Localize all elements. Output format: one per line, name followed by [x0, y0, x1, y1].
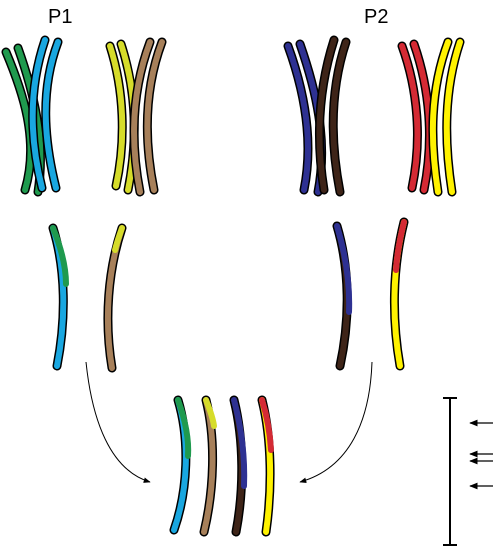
recombinant-green-segment [50, 225, 69, 287]
chromatid-yellow-1 [429, 39, 451, 195]
p2-homolog-pair-b [397, 37, 465, 197]
chromatid-brown-2 [330, 39, 349, 195]
offspring-chromosomes [169, 395, 275, 537]
offspring-red-segment [259, 397, 274, 453]
p1-homolog-pair-b [105, 37, 167, 197]
parent-label-p2: P2 [364, 6, 389, 28]
offspring-navy-segment [231, 397, 248, 489]
chromatid-sky-1 [29, 37, 48, 191]
offspring-green-segment [175, 397, 192, 459]
parent-label-p1: P1 [48, 6, 73, 28]
chromatid-brown-1 [316, 37, 337, 193]
recombinant-navy-segment [334, 223, 353, 315]
chromatid-yellow-2 [443, 39, 463, 195]
scale-bar [443, 397, 457, 546]
chromatid-green-1 [3, 49, 34, 193]
recombinant-lime-segment [112, 225, 125, 253]
chromatid-tan-1 [131, 39, 153, 195]
chromatid-lime-1 [107, 43, 126, 189]
chromatid-sky-2 [42, 39, 61, 191]
chromatid-navy-1 [285, 43, 311, 193]
offspring-lime-segment [203, 397, 217, 429]
p2-homolog-pair-a [283, 35, 351, 197]
chromatid-red-2 [411, 41, 433, 193]
crossover-position-arrows [469, 419, 493, 490]
p2-recombinant-chromosomes [332, 217, 409, 371]
chromatid-red-1 [399, 43, 421, 191]
arrow-p1-to-offspring [85, 361, 151, 483]
recombinant-red-segment [393, 219, 407, 273]
p1-homolog-pair-a [1, 35, 63, 197]
arrow-p2-to-offspring [299, 361, 373, 483]
p1-recombinant-chromosomes [48, 223, 127, 373]
chromatid-tan-2 [144, 39, 165, 193]
